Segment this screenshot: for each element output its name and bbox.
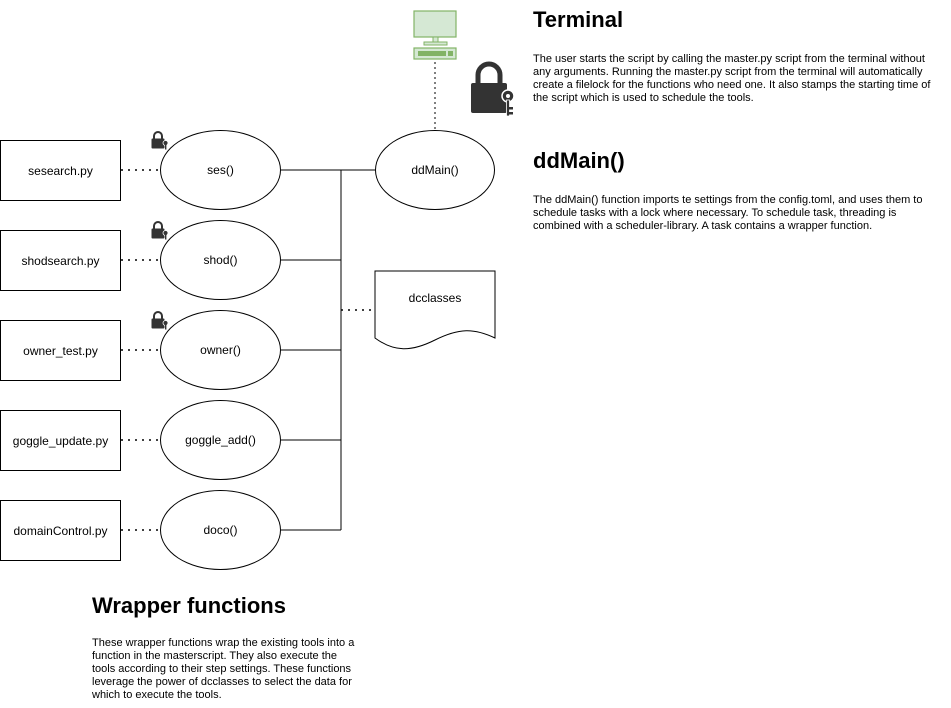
tool-box-domaincontrol[interactable]: domainControl.py <box>0 500 121 561</box>
terminal-title: Terminal <box>533 7 624 32</box>
wrapper-node-goggle-add[interactable]: goggle_add() <box>160 400 281 480</box>
wrapper-functions-title: Wrapper functions <box>92 593 286 618</box>
dcclasses-document[interactable] <box>374 270 496 354</box>
tool-box-owner-test[interactable]: owner_test.py <box>0 320 121 381</box>
ddmain-node[interactable]: ddMain() <box>375 130 495 210</box>
wrapper-functions-description: These wrapper functions wrap the existin… <box>92 637 355 701</box>
lock-icon <box>151 221 169 240</box>
wrapper-node-owner[interactable]: owner() <box>160 310 281 390</box>
tool-box-shodsearch[interactable]: shodsearch.py <box>0 230 121 291</box>
computer-terminal-icon <box>413 10 457 60</box>
ddmain-description: The ddMain() function imports te setting… <box>533 194 923 232</box>
tool-box-sesearch[interactable]: sesearch.py <box>0 140 121 201</box>
terminal-description: The user starts the script by calling th… <box>533 53 931 104</box>
lock-icon <box>151 131 169 150</box>
wrapper-node-doco[interactable]: doco() <box>160 490 281 570</box>
dcclasses-label: dcclasses <box>408 291 462 305</box>
lock-with-key-icon <box>471 61 515 117</box>
wrapper-node-shod[interactable]: shod() <box>160 220 281 300</box>
lock-icon <box>151 311 169 330</box>
ddmain-title: ddMain() <box>533 148 625 173</box>
wrapper-node-ses[interactable]: ses() <box>160 130 281 210</box>
tool-box-goggle-update[interactable]: goggle_update.py <box>0 410 121 471</box>
